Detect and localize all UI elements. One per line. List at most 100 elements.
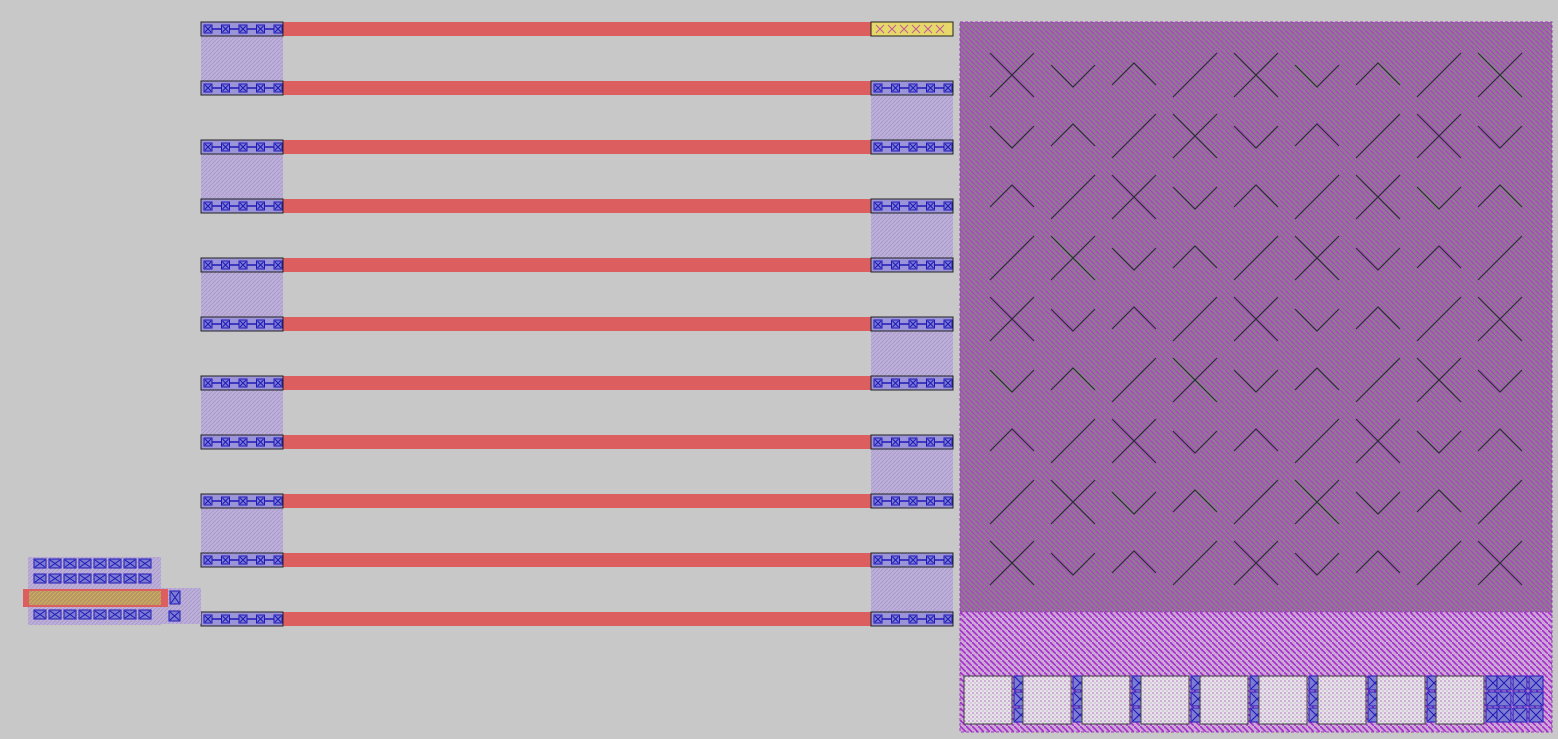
x-mark-icon	[1355, 247, 1401, 271]
contact-cut-icon	[891, 319, 900, 329]
contact-cut-icon	[926, 378, 935, 388]
contact-cut-icon	[221, 142, 230, 152]
x-mark-icon	[1233, 52, 1279, 98]
contact-cut-icon	[1496, 691, 1512, 707]
x-mark-icon	[1477, 125, 1523, 149]
contact-cut-icon	[78, 573, 92, 584]
pad	[1022, 675, 1088, 725]
contact-strip-left	[200, 375, 284, 391]
left-diffusion-columns	[201, 29, 953, 619]
contact-strip-left	[200, 552, 284, 568]
contact-cut-icon	[256, 260, 265, 270]
x-mark-icon	[1477, 52, 1523, 98]
x-mark-icon	[1172, 430, 1218, 454]
contact-cut-icon	[908, 614, 918, 624]
x-mark-icon	[1355, 357, 1401, 403]
contact-cut-icon	[63, 573, 77, 584]
contact-cut-icon	[256, 614, 265, 624]
contact-cut-icon	[48, 573, 62, 584]
contact-cut-icon	[891, 83, 900, 93]
contact-cut-icon	[926, 437, 935, 447]
x-mark-icon	[1416, 245, 1462, 269]
x-mark-icon	[1050, 123, 1096, 147]
pad	[1376, 675, 1442, 725]
poly-line	[283, 435, 871, 449]
x-mark-icon	[1050, 418, 1096, 464]
x-mark-icon	[1172, 113, 1218, 159]
contact-cut-icon	[238, 437, 248, 447]
contact-cut-icon	[123, 558, 137, 569]
x-mark-icon	[1355, 113, 1401, 159]
x-mark-icon	[1355, 418, 1401, 464]
x-mark-icon	[989, 235, 1035, 281]
contact-cut-icon	[203, 201, 213, 211]
contact-cut-icon	[169, 590, 181, 605]
contact-cut-icon	[123, 609, 137, 620]
x-mark-icon	[1050, 64, 1096, 88]
x-mark-icon	[1477, 479, 1523, 525]
x-mark-icon	[1111, 357, 1157, 403]
contact-cut-icon	[168, 610, 181, 622]
contact-cut-icon	[891, 614, 900, 624]
x-mark-icon	[1111, 491, 1157, 515]
poly-line	[283, 376, 871, 390]
contact-cut-icon	[221, 437, 230, 447]
contact-cut-icon	[908, 555, 918, 565]
contact-cut-icon	[33, 609, 47, 620]
x-mark-icon	[1111, 113, 1157, 159]
contact-cut-icon	[256, 496, 265, 506]
poly-line	[283, 140, 871, 154]
x-mark-icon	[1233, 540, 1279, 586]
contact-cut-icon	[273, 378, 283, 388]
contact-cut-icon	[203, 555, 213, 565]
contact-cut-icon	[78, 609, 92, 620]
contact-cut-icon	[891, 378, 900, 388]
contact-cut-icon	[256, 319, 265, 329]
contact-cut-icon	[221, 201, 230, 211]
contact-cut-icon	[273, 201, 283, 211]
x-mark-icon	[1050, 479, 1096, 525]
contact-strip-left	[200, 198, 284, 214]
x-mark-icon	[989, 369, 1035, 393]
contact-cut-icon	[873, 555, 883, 565]
x-mark-icon	[1294, 308, 1340, 332]
cell-array	[959, 21, 1553, 733]
x-mark-icon	[1355, 550, 1401, 574]
x-mark-icon	[1416, 113, 1462, 159]
contact-cut-icon	[926, 201, 935, 211]
diffusion-region-left	[201, 383, 283, 442]
contact-cut-icon	[873, 437, 883, 447]
contact-cut-icon	[273, 83, 283, 93]
contact-cut-icon	[943, 496, 953, 506]
contact-strip-left	[200, 316, 284, 332]
x-mark-icon	[989, 125, 1035, 149]
contact-cut-icon	[203, 437, 213, 447]
contact-cut-icon	[1512, 691, 1528, 707]
contact-cut-icon	[273, 260, 283, 270]
x-mark-icon	[1294, 174, 1340, 220]
contact-cut-icon	[273, 319, 283, 329]
contact-cut-icon	[873, 142, 883, 152]
contact-cut-icon	[238, 24, 248, 34]
x-mark-icon	[1172, 186, 1218, 210]
contact-cut-icon	[943, 201, 953, 211]
contact-cut-icon	[221, 378, 230, 388]
contact-cut-icon	[256, 83, 265, 93]
x-mark-icon	[1416, 430, 1462, 454]
x-mark-icon	[1416, 186, 1462, 210]
x-mark-icon	[1416, 296, 1462, 342]
contact-cut-icon	[891, 496, 900, 506]
contact-strip-right	[870, 257, 954, 273]
contact-cut-icon	[203, 83, 213, 93]
contact-cut-icon	[203, 24, 213, 34]
contact-cut-icon	[926, 83, 935, 93]
contact-cut-icon	[908, 437, 918, 447]
contact-cut-icon	[943, 319, 953, 329]
x-mark-icon	[1477, 540, 1523, 586]
contact-cut-icon	[273, 555, 283, 565]
contact-cut-icon	[238, 319, 248, 329]
contact-cut-icon	[943, 555, 953, 565]
contact-cut-icon	[908, 260, 918, 270]
x-mark-icon	[1111, 550, 1157, 574]
x-mark-icon	[1111, 306, 1157, 330]
